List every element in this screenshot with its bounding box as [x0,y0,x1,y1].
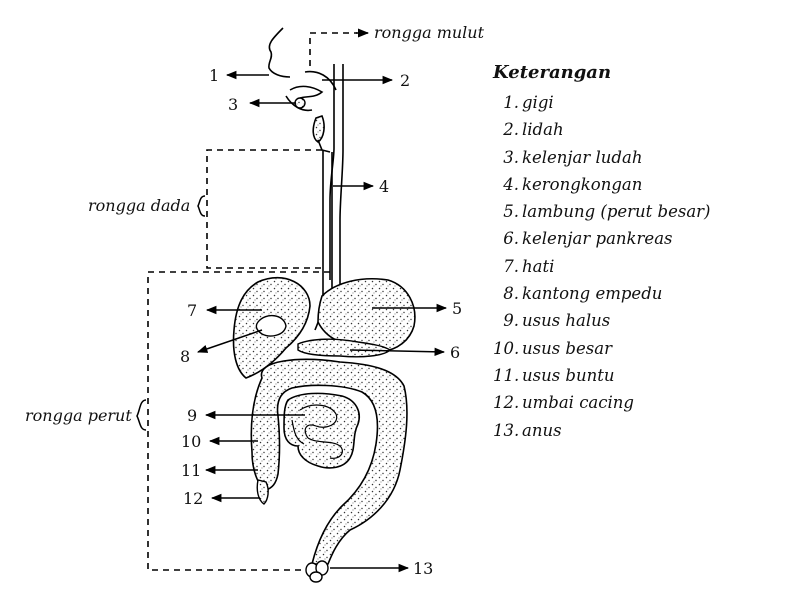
legend-text: lidah [522,120,564,140]
legend-item-hati: 7.hati [493,253,711,280]
label-3: 3 [228,95,238,114]
arrow-8 [197,329,263,353]
small-intestine [283,392,360,469]
legend-item-usus-buntu: 11.usus buntu [493,362,711,389]
legend-number: 4. [503,174,519,194]
arrow-6 [349,347,446,356]
abdomen-brace [136,399,147,431]
abdomen-region-bracket [147,271,330,571]
label-2: 2 [400,71,410,90]
label-10: 10 [181,432,201,451]
pointer-arrows [197,70,448,573]
legend-item-lidah: 2.lidah [493,116,711,143]
label-4: 4 [379,177,389,196]
legend-text: usus besar [522,338,612,358]
legend-number: 1. [503,93,519,112]
legend-number: 7. [503,256,519,276]
gallbladder [255,315,287,337]
legend-text: anus [522,420,562,440]
pancreas [297,338,392,358]
legend-item-kelenjar-ludah: 3.kelenjar ludah [493,144,711,171]
legend-text: kantong empedu [522,284,663,304]
legend-number: 2. [503,120,519,140]
legend-item-usus-besar: 10.usus besar [493,335,711,362]
small-intestine-coils [291,404,343,459]
appendix [256,479,269,505]
chest-region-bracket [206,149,325,269]
legend-text: hati [522,256,555,276]
legend-number: 9. [503,311,519,331]
label-6: 6 [450,343,460,362]
legend: Keterangan 1.gigi 2.lidah 3.kelenjar lud… [493,62,711,444]
legend-number: 5. [503,202,519,222]
anus [305,560,329,583]
legend-number: 8. [503,284,519,304]
large-intestine [250,358,408,565]
legend-number: 12. [493,393,520,413]
label-5: 5 [452,299,462,318]
legend-text: usus buntu [522,365,615,385]
legend-text: lambung (perut besar) [522,202,711,222]
label-13: 13 [413,559,433,578]
legend-number: 11. [493,365,520,385]
region-label-chest: rongga dada [88,196,190,215]
legend-text: kelenjar pankreas [522,229,673,249]
legend-number: 6. [503,229,519,249]
legend-item-usus-halus: 9.usus halus [493,307,711,334]
legend-text: usus halus [522,311,611,331]
legend-item-gigi: 1.gigi [493,89,711,116]
region-label-abdomen: rongga perut [25,406,132,425]
region-label-mouth: rongga mulut [374,23,485,42]
legend-item-lambung: 5.lambung (perut besar) [493,198,711,225]
legend-number: 10. [493,338,520,358]
legend-text: gigi [522,93,554,112]
label-7: 7 [187,301,197,320]
legend-text: umbai cacing [522,393,634,413]
label-1: 1 [209,66,219,85]
legend-number: 3. [503,147,519,167]
legend-item-kantong-empedu: 8.kantong empedu [493,280,711,307]
legend-number: 13. [493,420,520,440]
mouth-region-bracket [309,32,357,66]
chest-brace [197,195,206,217]
label-11: 11 [181,461,201,480]
label-9: 9 [187,406,197,425]
legend-text: kelenjar ludah [522,147,643,167]
salivary-gland [294,97,306,109]
legend-text: kerongkongan [522,174,643,194]
legend-item-kerongkongan: 4.kerongkongan [493,171,711,198]
label-12: 12 [183,489,203,508]
legend-item-anus: 13.anus [493,417,711,444]
legend-list: 1.gigi 2.lidah 3.kelenjar ludah 4.kerong… [493,89,711,444]
legend-item-kelenjar-pankreas: 6.kelenjar pankreas [493,225,711,252]
label-8: 8 [180,347,190,366]
legend-item-umbai-cacing: 12.umbai cacing [493,389,711,416]
legend-title: Keterangan [493,62,612,83]
